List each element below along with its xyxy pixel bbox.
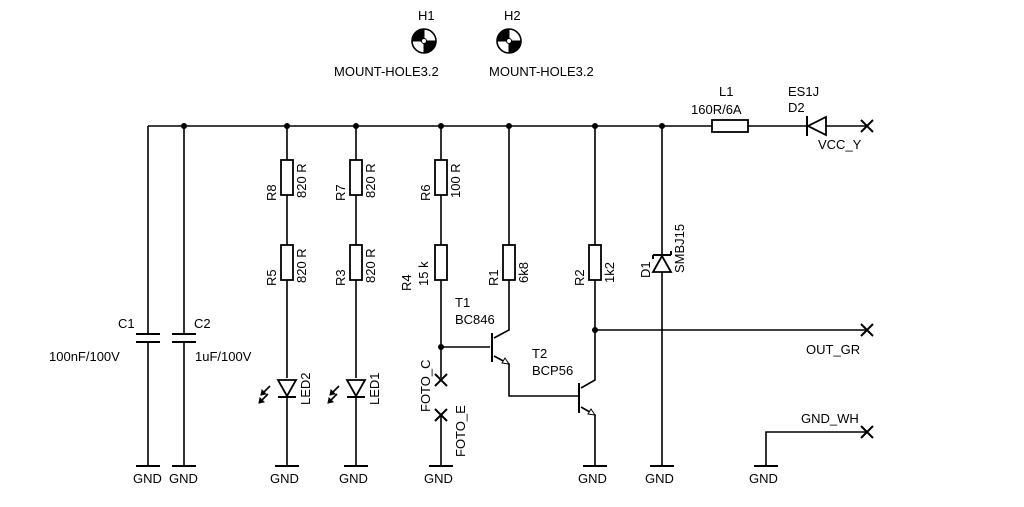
h1-ref: H1 — [418, 8, 435, 23]
r7-ref: R7 — [333, 184, 348, 201]
junction-dots — [181, 123, 665, 350]
led1 — [327, 379, 367, 404]
gnd-label-c2: GND — [169, 471, 198, 486]
transistor-t2 — [578, 383, 597, 466]
resistor-r4 — [434, 244, 448, 281]
r2-ref: R2 — [572, 269, 587, 286]
led1-ref: LED1 — [367, 372, 382, 405]
h2-ref: H2 — [504, 8, 521, 23]
r7-value: 820 R — [363, 163, 378, 198]
gnd-label-led2: GND — [270, 471, 299, 486]
c2-value: 1uF/100V — [195, 349, 252, 364]
gnd-label-foto: GND — [424, 471, 453, 486]
r2-wire — [580, 126, 596, 389]
gnd-label-wh: GND — [749, 471, 778, 486]
out-terminal-cross-icon — [860, 323, 874, 337]
capacitor-c1 — [136, 333, 160, 343]
r8-ref: R8 — [264, 184, 279, 201]
transistor-t1 — [491, 333, 578, 397]
h1-value: MOUNT-HOLE3.2 — [334, 64, 439, 79]
led2-ref: LED2 — [298, 372, 313, 405]
r2-value: 1k2 — [602, 262, 617, 283]
capacitor-c2 — [172, 333, 196, 343]
foto-e-net-label: FOTO_E — [453, 405, 468, 457]
gnd-wh-net-label: GND_WH — [801, 411, 859, 426]
r3-value: 820 R — [363, 248, 378, 283]
r6-ref: R6 — [418, 184, 433, 201]
vcc-net-label: VCC_Y — [818, 137, 862, 152]
d2-value: ES1J — [788, 84, 819, 99]
gnd-label-c1: GND — [133, 471, 162, 486]
resistor-r1 — [502, 244, 516, 281]
out-net-label: OUT_GR — [806, 342, 860, 357]
foto-c-terminal-cross-icon — [434, 373, 448, 387]
r3-ref: R3 — [333, 269, 348, 286]
c2-ref: C2 — [194, 316, 211, 331]
mount-hole-h2 — [496, 28, 522, 54]
vcc-terminal-cross-icon — [860, 119, 874, 133]
d1-value: SMBJ15 — [672, 224, 687, 273]
led2 — [258, 379, 298, 404]
r5-ref: R5 — [264, 269, 279, 286]
mount-hole-h1 — [411, 28, 437, 54]
r1-ref: R1 — [486, 269, 501, 286]
gnd-wh-terminal-cross-icon — [860, 425, 874, 439]
t2-ref: T2 — [532, 346, 547, 361]
resistor-r7 — [349, 159, 363, 196]
foto-e-terminal-cross-icon — [434, 408, 448, 422]
gnd-wh-wire — [765, 431, 866, 466]
resistor-r5 — [280, 244, 294, 281]
foto-c-net-label: FOTO_C — [418, 360, 433, 413]
t2-value: BCP56 — [532, 363, 573, 378]
d1-ref: D1 — [638, 261, 653, 278]
resistor-r6 — [434, 159, 448, 196]
l1-value: 160R/6A — [691, 102, 742, 117]
r4-value: 15 k — [416, 261, 431, 286]
c1-value: 100nF/100V — [49, 349, 120, 364]
h2-value: MOUNT-HOLE3.2 — [489, 64, 594, 79]
l1-ref: L1 — [719, 84, 733, 99]
r6-value: 100 R — [448, 163, 463, 198]
diode-d2 — [805, 115, 827, 137]
r8-value: 820 R — [294, 163, 309, 198]
resistor-r3 — [349, 244, 363, 281]
r5-value: 820 R — [294, 248, 309, 283]
r1-wire — [493, 126, 510, 339]
resistor-r2 — [588, 244, 602, 281]
r4-ref: R4 — [399, 274, 414, 291]
diode-d1 — [651, 251, 673, 273]
t1-value: BC846 — [455, 312, 495, 327]
r1-value: 6k8 — [516, 262, 531, 283]
c1-ref: C1 — [118, 316, 135, 331]
inductor-l1 — [711, 119, 749, 133]
resistor-r8 — [280, 159, 294, 196]
gnd-label-d1: GND — [645, 471, 674, 486]
t1-ref: T1 — [455, 295, 470, 310]
gnd-label-led1: GND — [339, 471, 368, 486]
gnd-label-t2: GND — [578, 471, 607, 486]
d2-ref: D2 — [788, 100, 805, 115]
